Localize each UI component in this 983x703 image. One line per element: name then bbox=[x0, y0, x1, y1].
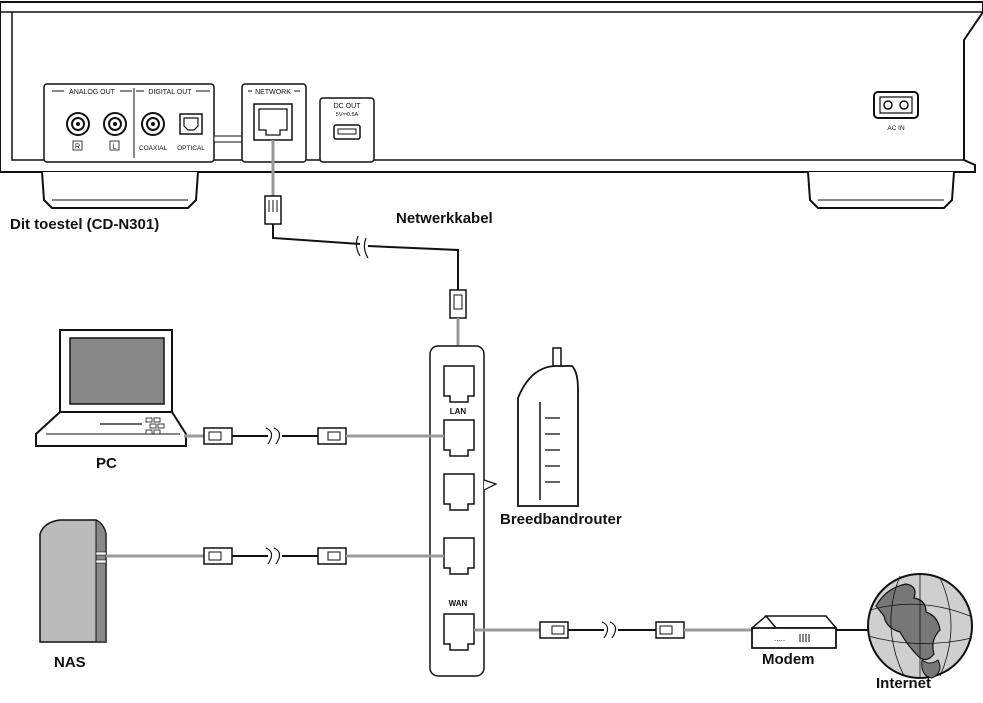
laptop-icon bbox=[35, 329, 187, 447]
network-cable-label: Netwerkkabel bbox=[396, 210, 493, 227]
ac-in-label: AC IN bbox=[887, 125, 905, 132]
wan-cable bbox=[474, 621, 752, 639]
nas-icon bbox=[39, 519, 107, 643]
internet-label: Internet bbox=[876, 675, 932, 692]
ethernet-plug-icon bbox=[264, 195, 282, 225]
coaxial-jack: COAXIAL bbox=[139, 112, 168, 152]
rca-jack-l: L bbox=[103, 112, 127, 151]
router-label: Breedbandrouter bbox=[500, 511, 622, 528]
rca-jack-r: R bbox=[66, 112, 90, 151]
cd-player-rear-panel: ANALOG OUT DIGITAL OUT R L COAXIAL OPTIC bbox=[0, 1, 983, 209]
router-lan-port-4 bbox=[443, 537, 475, 575]
ac-in-socket: AC IN bbox=[873, 91, 919, 132]
wan-label: WAN bbox=[449, 599, 468, 608]
modem-icon: ..... bbox=[751, 615, 838, 649]
pc-cable bbox=[184, 427, 444, 445]
router-icon bbox=[517, 347, 579, 507]
svg-text:.....: ..... bbox=[774, 634, 785, 643]
network-cable bbox=[264, 140, 467, 372]
router-lan-port-2 bbox=[443, 419, 475, 457]
output-panel bbox=[43, 83, 215, 163]
globe-icon bbox=[867, 573, 973, 679]
router-wan-port bbox=[443, 613, 475, 651]
network-port bbox=[253, 103, 293, 141]
optical-jack: OPTICAL bbox=[177, 113, 205, 152]
router-port-strip: LAN WAN bbox=[429, 345, 498, 677]
router-lan-port-1 bbox=[443, 365, 475, 403]
nas-label: NAS bbox=[54, 654, 86, 671]
ethernet-plug-icon bbox=[449, 289, 467, 319]
dc-out-label: DC OUT bbox=[334, 103, 362, 110]
jack-r-label: R bbox=[75, 144, 80, 151]
router-lan-port-3 bbox=[443, 473, 475, 511]
nas-cable bbox=[106, 547, 444, 565]
modem-label: Modem bbox=[762, 651, 815, 668]
network-label: NETWORK bbox=[255, 89, 291, 96]
jack-l-label: L bbox=[113, 144, 117, 151]
optical-label: OPTICAL bbox=[177, 145, 205, 152]
pc-label: PC bbox=[96, 455, 117, 472]
analog-out-label: ANALOG OUT bbox=[69, 89, 116, 96]
coaxial-label: COAXIAL bbox=[139, 145, 168, 152]
unit-label: Dit toestel (CD-N301) bbox=[10, 216, 160, 233]
lan-label: LAN bbox=[450, 407, 467, 416]
dc-out-rating-label: 5V⎓0.5A bbox=[336, 112, 359, 118]
digital-out-label: DIGITAL OUT bbox=[148, 89, 192, 96]
